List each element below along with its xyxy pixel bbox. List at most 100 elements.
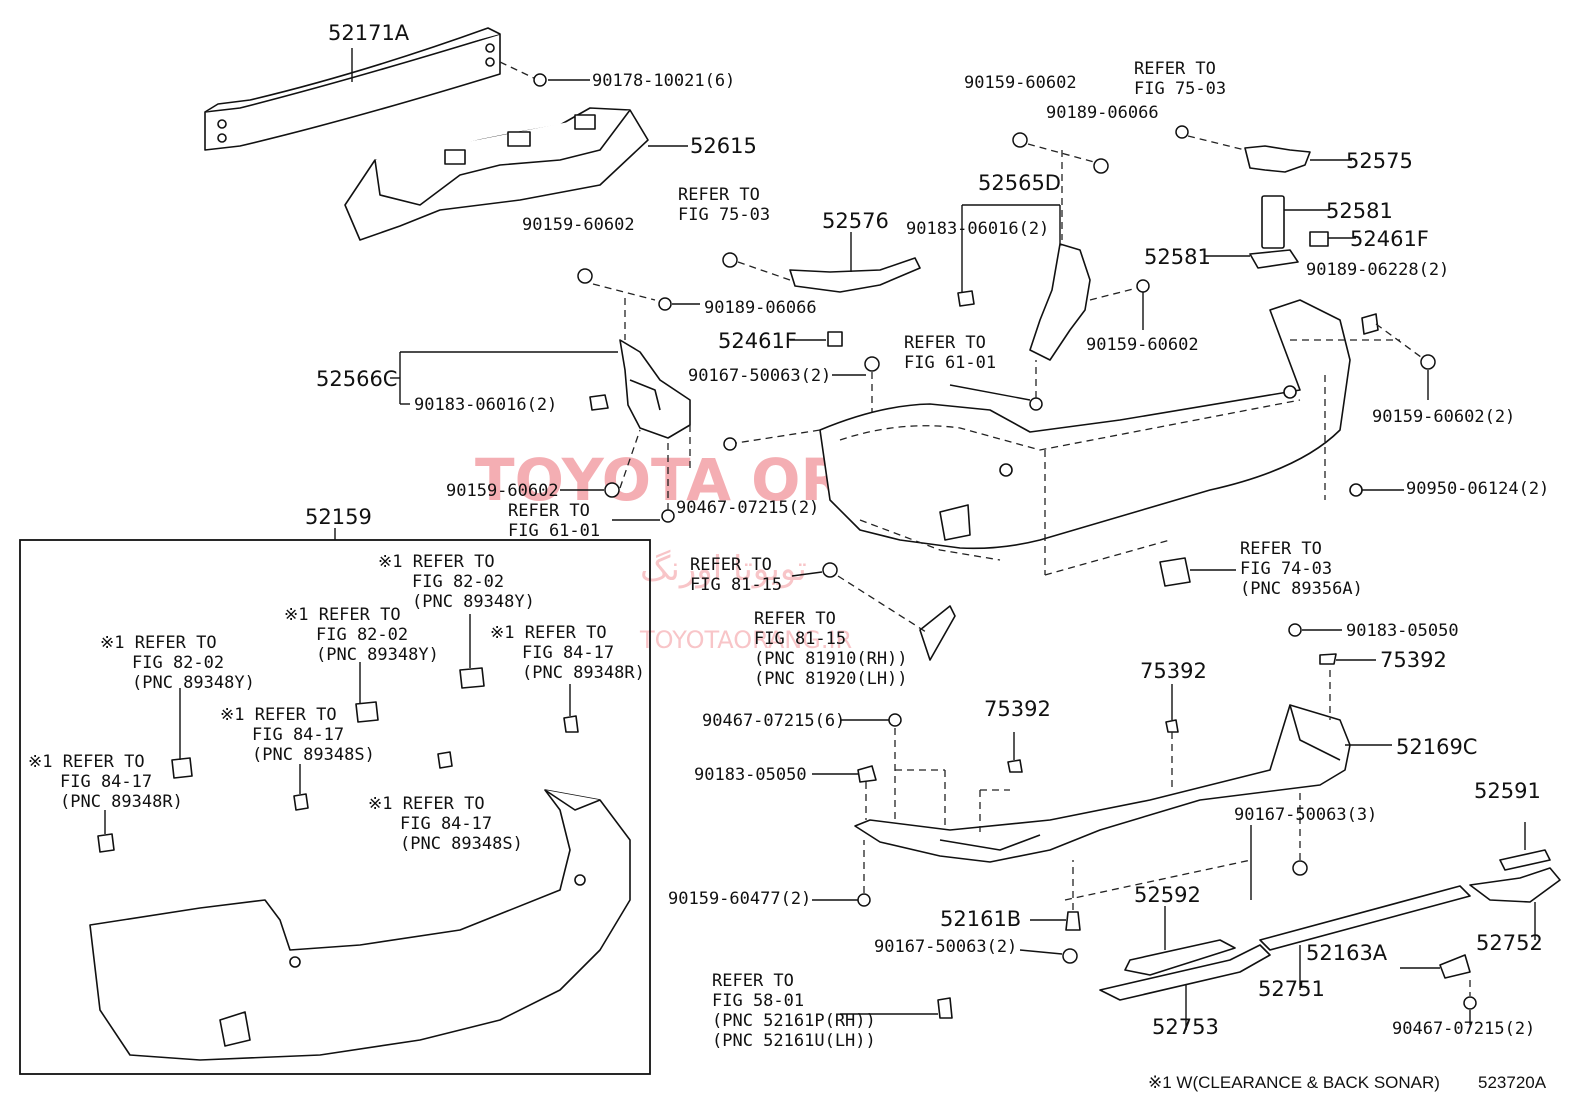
- label-52752: 52752: [1476, 931, 1543, 955]
- inset-refer-2a: ※1 REFER TO: [284, 605, 401, 625]
- label-refer-61-a: REFER TO: [508, 501, 590, 521]
- label-52169C: 52169C: [1396, 735, 1477, 759]
- label-52566C: 52566C: [316, 367, 397, 391]
- inset-refer-6b: FIG 84-17: [60, 772, 152, 792]
- absorber-52615: [344, 107, 688, 241]
- inset-refer-4b: FIG 82-02: [132, 653, 224, 673]
- label-75392-a: 75392: [1380, 648, 1447, 672]
- label-90183-06016-a: 90183-06016(2): [414, 395, 557, 415]
- label-52171A: 52171A: [328, 21, 410, 45]
- label-52591: 52591: [1474, 779, 1541, 803]
- label-refer-61-b: REFER TO: [904, 333, 986, 353]
- label-90467-07215-c: 90467-07215(2): [1392, 1019, 1535, 1039]
- inset-refer-1a: ※1 REFER TO: [378, 552, 495, 572]
- label-90189-06066-a: 90189-06066: [704, 298, 817, 318]
- label-pnc-81920: (PNC 81920(LH)): [754, 669, 908, 689]
- label-52592: 52592: [1134, 883, 1201, 907]
- label-90189-06228: 90189-06228(2): [1306, 260, 1449, 280]
- inset-refer-7a: ※1 REFER TO: [368, 794, 485, 814]
- label-pnc-89356A: (PNC 89356A): [1240, 579, 1363, 599]
- label-refer-58: REFER TO: [712, 971, 794, 991]
- label-52461F-b: 52461F: [1350, 227, 1429, 251]
- footnote: ※1 W(CLEARANCE & BACK SONAR): [1148, 1073, 1440, 1092]
- inset-refer-5b: FIG 84-17: [252, 725, 344, 745]
- inset-52159: [19, 528, 651, 1075]
- inset-refer-2b: FIG 82-02: [316, 625, 408, 645]
- label-52575: 52575: [1346, 149, 1413, 173]
- label-52615: 52615: [690, 134, 757, 158]
- label-52565D: 52565D: [978, 171, 1061, 195]
- label-90183-05050-b: 90183-05050: [694, 765, 807, 785]
- label-52461F-a: 52461F: [718, 329, 797, 353]
- inset-refer-7c: (PNC 89348S): [400, 834, 523, 854]
- label-52163A: 52163A: [1306, 941, 1388, 965]
- figure-code: 523720A: [1478, 1073, 1547, 1092]
- label-52581-b: 52581: [1144, 245, 1211, 269]
- label-fig-81-a: FIG 81-15: [690, 575, 782, 595]
- label-75392-b: 75392: [1140, 659, 1207, 683]
- label-pnc-52161P: (PNC 52161P(RH)): [712, 1011, 876, 1031]
- label-90167-50063-a: 90167-50063(2): [688, 366, 831, 386]
- label-pnc-52161U: (PNC 52161U(LH)): [712, 1031, 876, 1051]
- inset-refer-6a: ※1 REFER TO: [28, 752, 145, 772]
- label-fig-61-b: FIG 61-01: [904, 353, 996, 373]
- inset-refer-4c: (PNC 89348Y): [132, 673, 255, 693]
- label-90183-05050-a: 90183-05050: [1346, 621, 1459, 641]
- label-90178-10021: 90178-10021(6): [592, 71, 735, 91]
- label-90467-07215-a: 90467-07215(2): [676, 498, 819, 518]
- label-90183-06016-b: 90183-06016(2): [906, 219, 1049, 239]
- label-refer-81-b: REFER TO: [754, 609, 836, 629]
- inset-refer-3c: (PNC 89348R): [522, 663, 645, 683]
- label-pnc-81910: (PNC 81910(RH)): [754, 649, 908, 669]
- label-90159-60602-c: 90159-60602: [964, 73, 1077, 93]
- inset-refer-1c: (PNC 89348Y): [412, 592, 535, 612]
- label-75392-c: 75392: [984, 697, 1051, 721]
- inset-refer-2c: (PNC 89348Y): [316, 645, 439, 665]
- label-refer-75-a: REFER TO: [678, 185, 760, 205]
- label-90159-60602-e: 90159-60602(2): [1372, 407, 1515, 427]
- label-refer-74: REFER TO: [1240, 539, 1322, 559]
- label-fig-58: FIG 58-01: [712, 991, 804, 1011]
- label-52576: 52576: [822, 209, 889, 233]
- label-90167-50063-b: 90167-50063(3): [1234, 805, 1377, 825]
- label-refer-75-b: REFER TO: [1134, 59, 1216, 79]
- reinforcement-52171A: [204, 27, 590, 151]
- label-52159: 52159: [305, 505, 372, 529]
- label-refer-81-a: REFER TO: [690, 555, 772, 575]
- label-90467-07215-b: 90467-07215(6): [702, 711, 845, 731]
- label-52751: 52751: [1258, 977, 1325, 1001]
- label-90159-60602-b: 90159-60602: [446, 481, 559, 501]
- label-90167-50063-c: 90167-50063(2): [874, 937, 1017, 957]
- label-90159-60602-a: 90159-60602: [522, 215, 635, 235]
- label-90159-60477: 90159-60477(2): [668, 889, 811, 909]
- label-90189-06066-b: 90189-06066: [1046, 103, 1159, 123]
- lower-trim-pieces: [1099, 822, 1561, 1030]
- label-90950-06124: 90950-06124(2): [1406, 479, 1549, 499]
- label-fig-74: FIG 74-03: [1240, 559, 1332, 579]
- inset-refer-5c: (PNC 89348S): [252, 745, 375, 765]
- inset-refer-4a: ※1 REFER TO: [100, 633, 217, 653]
- label-fig-81-b: FIG 81-15: [754, 629, 846, 649]
- rear-bumper-cover: [723, 299, 1436, 587]
- watermark-persian: تویوتا اورنگ: [640, 549, 807, 589]
- inset-refer-1b: FIG 82-02: [412, 572, 504, 592]
- inset-refer-3a: ※1 REFER TO: [490, 623, 607, 643]
- reflector-81910: [791, 562, 956, 661]
- inset-refer-7b: FIG 84-17: [400, 814, 492, 834]
- watermark-url: TOYOTAORANG.IR: [639, 626, 852, 654]
- label-fig-61-a: FIG 61-01: [508, 521, 600, 541]
- retainer-52565D: [949, 132, 1150, 411]
- label-52753: 52753: [1152, 1015, 1219, 1039]
- lower-cover-52169C: [812, 623, 1392, 1019]
- label-52581-a: 52581: [1326, 199, 1393, 223]
- inset-refer-6c: (PNC 89348R): [60, 792, 183, 812]
- inset-refer-3b: FIG 84-17: [522, 643, 614, 663]
- retainer-52566C: [390, 268, 700, 523]
- inset-refer-5a: ※1 REFER TO: [220, 705, 337, 725]
- label-90159-60602-d: 90159-60602: [1086, 335, 1199, 355]
- label-52161B: 52161B: [940, 907, 1021, 931]
- bracket-52575: [1175, 125, 1356, 269]
- label-fig-75-a: FIG 75-03: [678, 205, 770, 225]
